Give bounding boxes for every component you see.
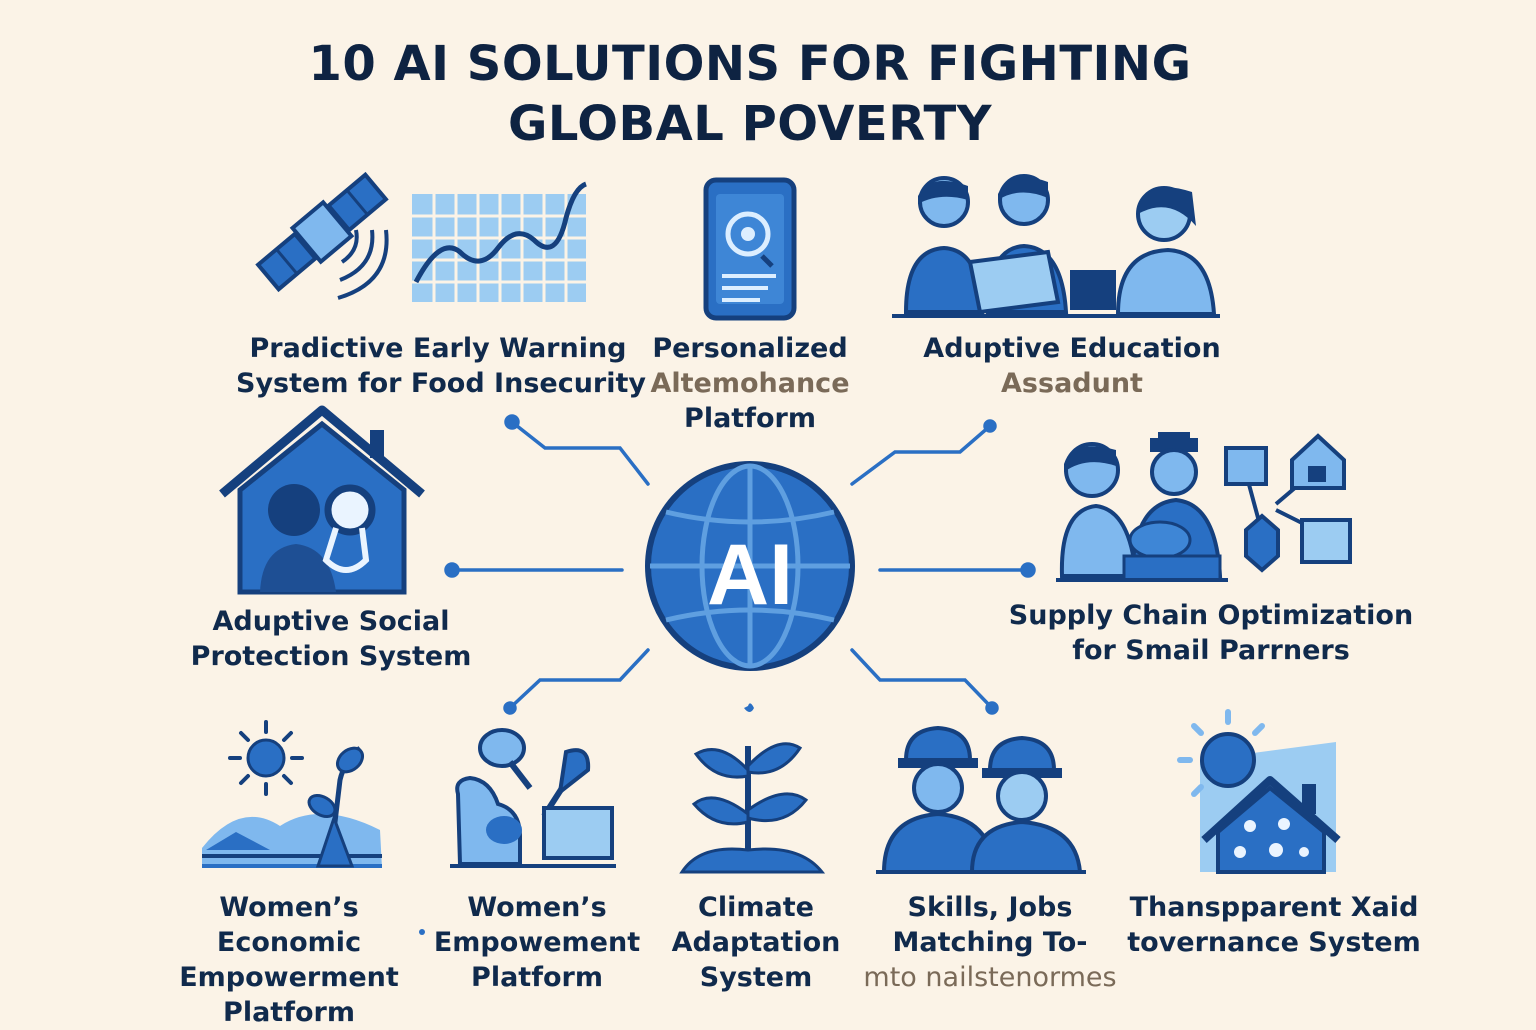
ai-globe-hub: AI xyxy=(645,461,855,671)
title-line-2: GLOBAL POVERTY xyxy=(507,96,993,152)
page-title: 10 AI SOLUTIONS FOR FIGHTING GLOBAL POVE… xyxy=(0,34,1500,154)
label-line: Skills, Jobs xyxy=(907,892,1073,923)
label-line: for Smail Parrners xyxy=(1072,635,1350,666)
label-line: Empowement xyxy=(433,927,641,958)
label-line: Altemohance xyxy=(650,368,850,399)
label-line: Assadunt xyxy=(1001,368,1143,399)
label-skills-jobs: Skills, Jobs Matching To- mto nailstenor… xyxy=(862,890,1118,995)
label-climate: Climate Adaptation System xyxy=(664,890,848,995)
label-line: Adaptation xyxy=(671,927,841,958)
workers-icon xyxy=(876,725,1086,874)
label-personalized: Personalized Altemohance Platform xyxy=(640,331,860,436)
people-laptop-icon xyxy=(892,174,1220,318)
sprout-icon xyxy=(679,703,826,874)
label-line: Protection System xyxy=(190,641,472,672)
satellite-chart-icon xyxy=(255,171,588,302)
label-supply-chain: Supply Chain Optimization for Smail Parr… xyxy=(1004,598,1418,668)
label-line: Matching To- xyxy=(892,927,1088,958)
label-transparent-aid: Thanspparent Xaid tovernance System xyxy=(1126,890,1422,960)
connectors xyxy=(444,414,1036,715)
label-line: Platform xyxy=(471,962,603,993)
label-line: Pradictive Early Warning xyxy=(249,333,627,364)
connector-supply-chain xyxy=(878,562,1036,578)
label-line: Economic xyxy=(216,927,362,958)
label-line: System for Food Insecurity xyxy=(236,368,647,399)
label-line: Thanspparent Xaid xyxy=(1129,892,1419,923)
label-line: Aduptive Social xyxy=(212,606,450,637)
label-line: System xyxy=(699,962,813,993)
title-line-1: 10 AI SOLUTIONS FOR FIGHTING xyxy=(308,36,1192,92)
label-line: Personalized xyxy=(652,333,848,364)
smartphone-icon xyxy=(703,177,797,321)
label-line: Aduptive Education xyxy=(923,333,1221,364)
label-line: tovernance System xyxy=(1127,927,1421,958)
sun-house-icon xyxy=(1177,709,1341,874)
sun-plant-icon xyxy=(202,720,382,868)
connector-social-protection xyxy=(444,562,624,578)
label-line: Platform xyxy=(223,997,355,1028)
label-line: mto nailstenormes xyxy=(863,962,1117,993)
decorative-dot xyxy=(419,929,425,935)
connector-food-warning xyxy=(504,414,650,486)
label-line: Women’s xyxy=(219,892,359,923)
connector-womens-empowement xyxy=(503,648,650,715)
ai-hub-label: AI xyxy=(707,527,793,623)
label-line: Climate xyxy=(698,892,814,923)
label-line: Empowerment xyxy=(179,962,399,993)
label-line: Platform xyxy=(684,403,816,434)
connector-skills-jobs xyxy=(850,648,999,715)
farmers-network-icon xyxy=(1056,432,1352,582)
label-womens-empowement: Women’s Empowement Platform xyxy=(424,890,650,995)
label-education: Aduptive Education Assadunt xyxy=(910,331,1234,401)
label-food-warning: Pradictive Early Warning System for Food… xyxy=(236,331,647,401)
label-social-protection: Aduptive Social Protection System xyxy=(186,604,476,674)
label-line: Supply Chain Optimization xyxy=(1008,600,1414,631)
label-womens-economic: Women’s Economic Empowerment Platform xyxy=(176,890,402,1030)
label-line: Women’s xyxy=(467,892,607,923)
house-search-icon xyxy=(219,405,425,595)
connector-education xyxy=(850,419,997,486)
tools-laptop-icon xyxy=(450,728,616,868)
